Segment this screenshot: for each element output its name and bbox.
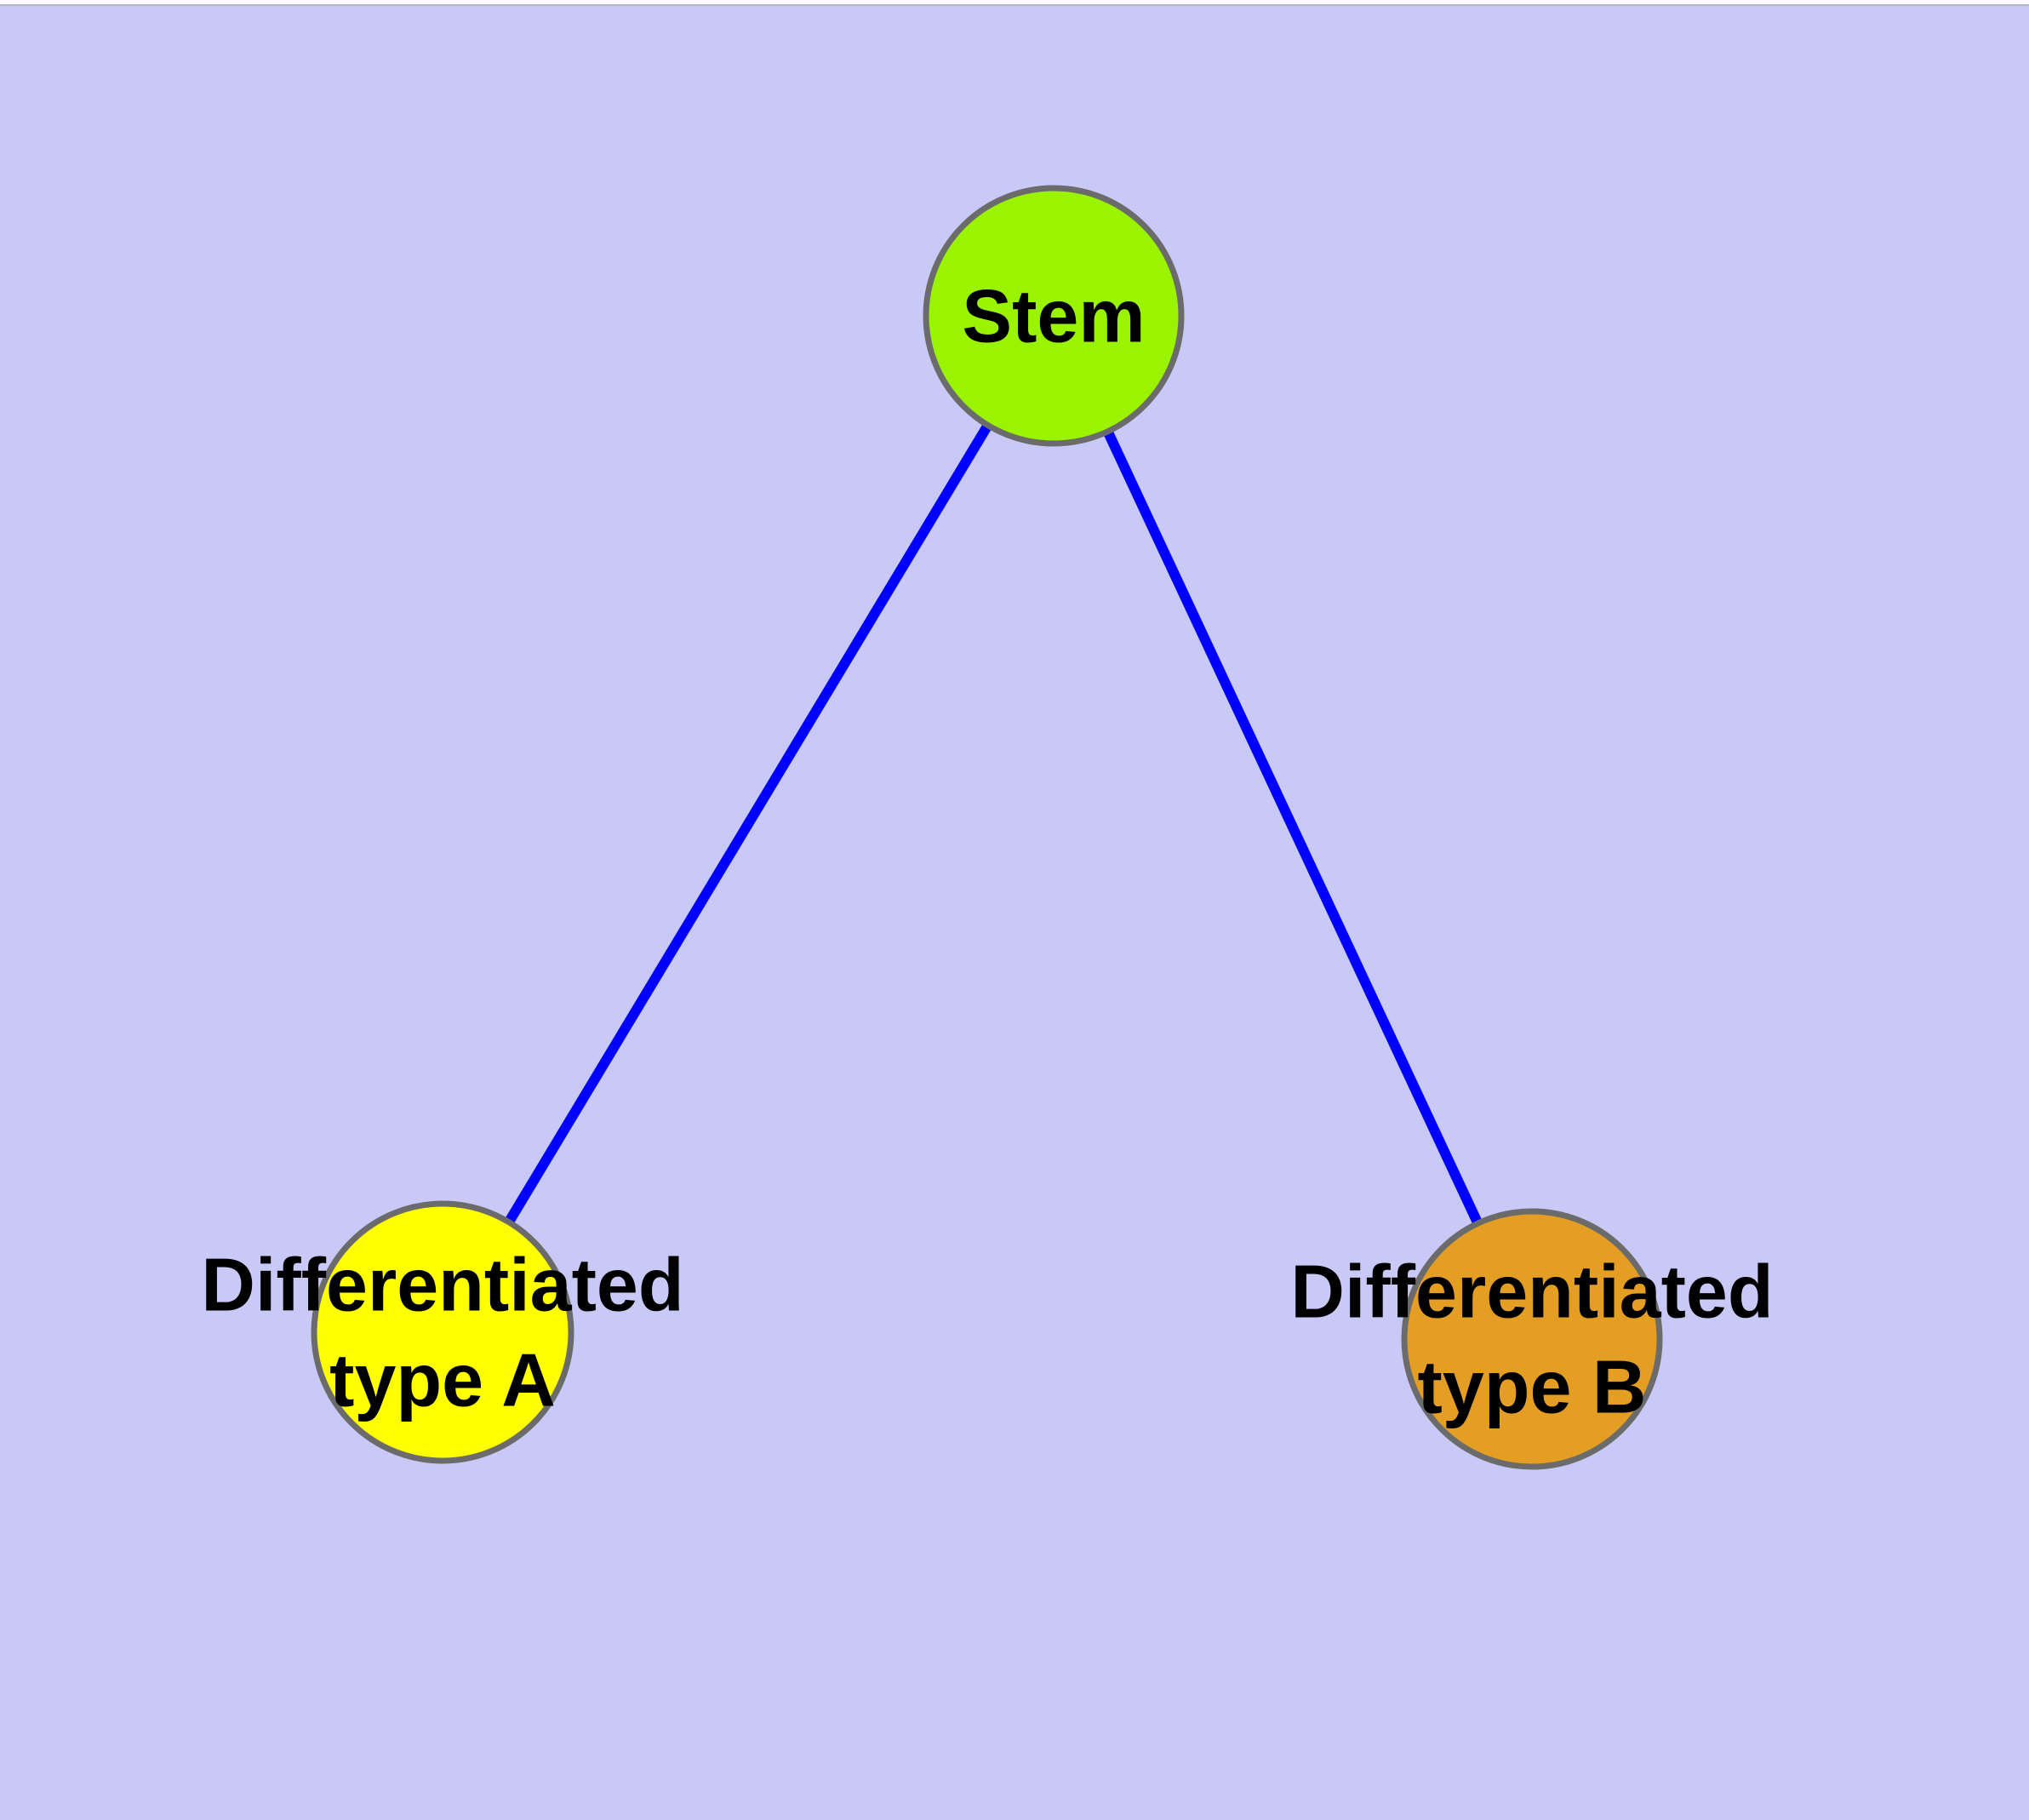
node-stem-label: Stem (962, 274, 1145, 358)
node-typeA-label-line1: Differentiated (201, 1243, 683, 1327)
window-top-edge (0, 0, 2029, 4)
node-typeB-label-line1: Differentiated (1290, 1250, 1773, 1334)
window-top-edge-line (0, 4, 2029, 6)
node-typeA-label-line2: type A (329, 1338, 556, 1422)
node-stem (923, 185, 1185, 447)
node-typeB-label-line2: type B (1418, 1345, 1647, 1429)
node-typeB (1401, 1208, 1663, 1470)
node-typeA (311, 1200, 574, 1464)
edge-stem-to-typeB (1049, 313, 1537, 1342)
edge-stem-to-typeA (437, 312, 1059, 1336)
